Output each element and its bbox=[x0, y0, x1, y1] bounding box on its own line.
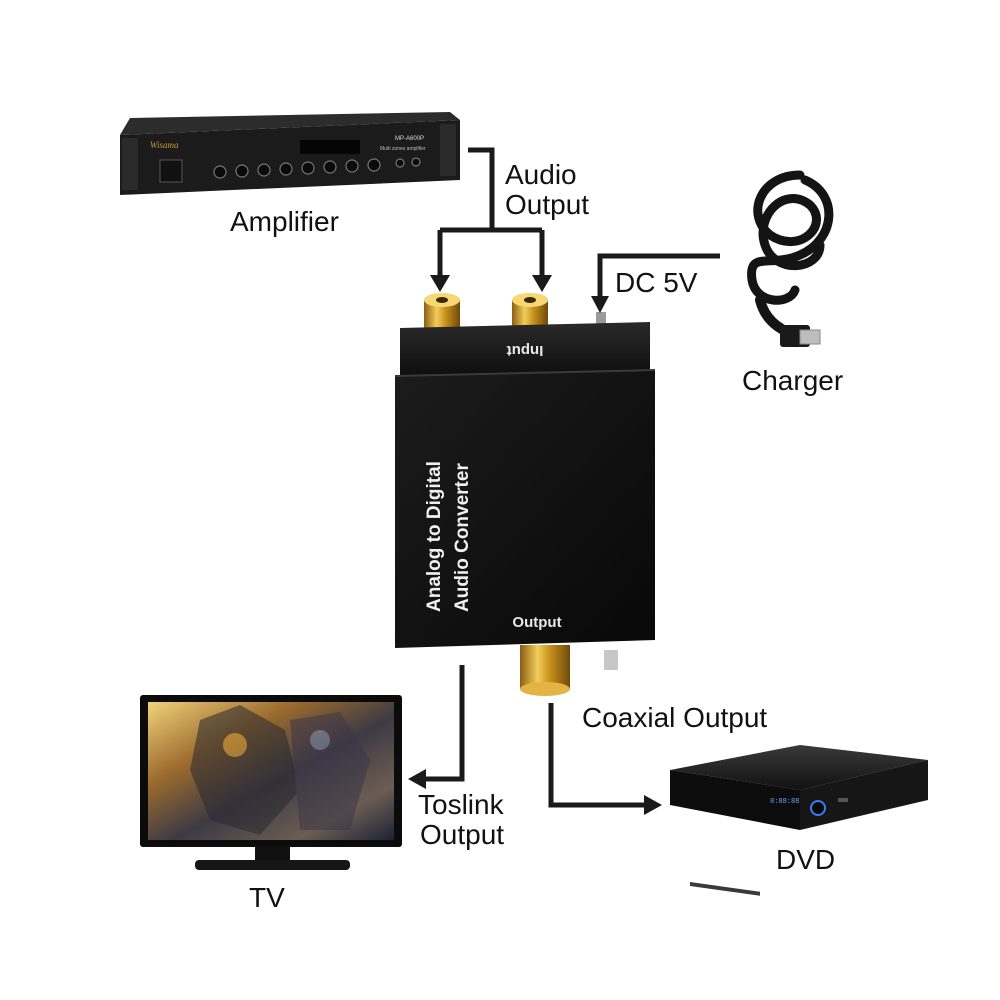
amplifier-model: MP-A600P bbox=[395, 136, 424, 142]
device-title-line1: Analog to Digital bbox=[424, 461, 445, 612]
device-input-label: Input bbox=[507, 342, 544, 359]
toslink-output-port bbox=[604, 650, 618, 670]
label-audio-output-line1: Audio bbox=[505, 159, 577, 190]
audio-output-line bbox=[468, 147, 495, 230]
dvd-display: 8:88:88 bbox=[770, 798, 799, 806]
dc-power-line bbox=[597, 253, 720, 298]
charger-cable-image bbox=[747, 170, 834, 347]
converter-device: Input Analog to Digital Audio Converter … bbox=[394, 293, 656, 696]
rack-handle-right bbox=[440, 124, 456, 176]
label-amplifier: Amplifier bbox=[230, 206, 339, 237]
amplifier-subtitle: Multi zones amplifier bbox=[380, 146, 426, 152]
dvd-disc-tray bbox=[690, 881, 760, 896]
tv-screen-artwork bbox=[190, 705, 370, 835]
arrow-dvd bbox=[644, 795, 662, 815]
toslink-line bbox=[425, 665, 465, 782]
arrow-left-jack bbox=[430, 275, 450, 292]
amplifier-brand: Wisama bbox=[150, 140, 179, 150]
label-audio-output-line2: Output bbox=[505, 189, 590, 220]
dvd-player-image: 8:88:88 bbox=[670, 745, 928, 896]
arrow-dc bbox=[591, 296, 609, 313]
label-charger: Charger bbox=[742, 365, 844, 396]
label-toslink-output-line2: Output bbox=[420, 819, 505, 850]
amplifier-display bbox=[300, 140, 360, 154]
amplifier-knobs bbox=[213, 157, 421, 179]
device-output-label: Output bbox=[512, 614, 561, 631]
rack-handle-left bbox=[122, 138, 138, 190]
dvd-usb-port bbox=[838, 798, 848, 802]
device-title-line2: Audio Converter bbox=[452, 463, 473, 612]
label-toslink-output-line1: Toslink bbox=[418, 789, 504, 820]
label-dvd: DVD bbox=[776, 844, 836, 875]
arrow-tv bbox=[408, 769, 426, 789]
label-toslink-output: Toslink Output bbox=[418, 790, 504, 850]
label-dc: DC 5V bbox=[615, 267, 698, 298]
tv-image bbox=[140, 695, 402, 870]
label-coaxial-output: Coaxial Output bbox=[582, 702, 768, 733]
tv-stand bbox=[195, 860, 350, 870]
dc-power-port bbox=[596, 312, 606, 326]
label-tv: TV bbox=[249, 882, 285, 913]
dvd-power-button bbox=[810, 800, 826, 816]
arrow-right-jack bbox=[532, 275, 552, 292]
arrowheads bbox=[408, 275, 662, 815]
connection-lines bbox=[425, 147, 720, 808]
amplifier-image: Wisama MP-A600P Multi zones amplifier bbox=[120, 112, 460, 195]
label-audio-output: Audio Output bbox=[505, 160, 589, 220]
amplifier-power-button bbox=[159, 159, 183, 183]
coaxial-line bbox=[548, 703, 645, 808]
rca-input-left bbox=[424, 293, 460, 332]
rca-output-coaxial bbox=[520, 645, 570, 696]
